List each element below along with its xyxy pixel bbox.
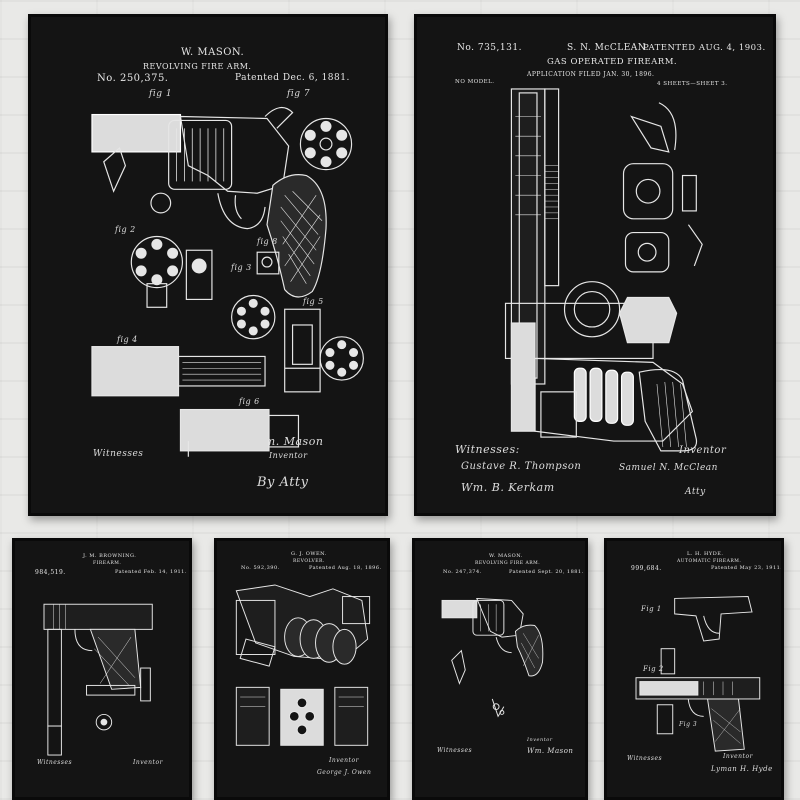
- attorney-signature: Atty: [685, 487, 706, 497]
- poster-browning-pistol: J. M. BROWNING. FIREARM. 984,519. Patent…: [12, 538, 192, 800]
- poster-title: GAS OPERATED FIREARM.: [547, 57, 678, 67]
- fig-label: fig 2: [115, 225, 136, 234]
- witness-signature: Wm. B. Kerkam: [461, 481, 555, 494]
- poster-mason-revolver: W. MASON. REVOLVING FIRE ARM. No. 250,37…: [28, 14, 388, 516]
- patent-date: Patented Dec. 6, 1881.: [235, 73, 350, 83]
- patent-number: No. 592,390.: [241, 565, 280, 571]
- patent-number: 984,519.: [35, 569, 66, 576]
- firearm-patent-drawing: [504, 88, 703, 452]
- inventor-label: Inventor: [269, 451, 308, 460]
- application-filed: APPLICATION FILED JAN. 30, 1896.: [527, 71, 655, 78]
- inventor-signature: Wm. Mason: [253, 435, 324, 448]
- inventor-signature: George J. Owen: [317, 769, 372, 776]
- patent-date: Patented May 23, 1911.: [711, 565, 783, 571]
- revolver-patent-drawing: [441, 597, 544, 718]
- poster-hyde-automatic: L. H. HYDE. AUTOMATIC FIREARM. 999,684. …: [604, 538, 784, 800]
- patent-number: No. 247,374.: [443, 569, 482, 575]
- poster-inventor: W. MASON.: [181, 47, 245, 58]
- witnesses-label: Witnesses:: [455, 443, 520, 456]
- poster-title: REVOLVING FIRE ARM.: [475, 561, 541, 566]
- inventor-signature: Lyman H. Hyde: [711, 765, 773, 773]
- patent-date: Patented Feb. 14, 1911.: [115, 569, 187, 575]
- witnesses-label: Witnesses: [627, 755, 663, 762]
- inventor-signature: Samuel N. McClean: [619, 463, 718, 473]
- model-label: NO MODEL.: [455, 79, 495, 85]
- patent-date: Patented Sept. 20, 1881.: [509, 569, 584, 575]
- witnesses-label: Witnesses: [37, 759, 73, 766]
- patent-number: No. 735,131.: [457, 43, 522, 53]
- poster-inventor: W. MASON.: [489, 553, 523, 559]
- revolver-patent-drawing: [235, 584, 371, 746]
- patent-date: PATENTED AUG. 4, 1903.: [643, 43, 766, 53]
- inventor-label: Inventor: [133, 759, 163, 766]
- fig-label: fig 1: [149, 89, 173, 99]
- fig-label: Fig 3: [679, 721, 698, 728]
- fig-label: fig 7: [287, 89, 311, 99]
- poster-mason-small: W. MASON. REVOLVING FIRE ARM. No. 247,37…: [412, 538, 588, 800]
- poster-title: AUTOMATIC FIREARM.: [677, 559, 742, 564]
- attorney-signature: By Atty: [257, 475, 309, 490]
- inventor-label: Inventor: [723, 753, 753, 760]
- revolver-patent-drawing: [91, 107, 364, 457]
- automatic-firearm-patent-drawing: [635, 596, 761, 752]
- inventor-label: Inventor: [527, 737, 553, 743]
- fig-label: Fig 2: [643, 665, 664, 673]
- poster-title: REVOLVER.: [293, 559, 325, 564]
- fig-label: fig 5: [303, 297, 324, 306]
- witnesses-label: Witnesses: [437, 747, 473, 754]
- poster-mclean-firearm: No. 735,131. S. N. McCLEAN. PATENTED AUG…: [414, 14, 776, 516]
- fig-label: fig 3: [231, 263, 252, 272]
- inventor-label: Inventor: [679, 445, 727, 456]
- poster-inventor: G. J. OWEN.: [291, 551, 327, 557]
- poster-title: FIREARM.: [93, 561, 122, 566]
- poster-inventor: J. M. BROWNING.: [83, 553, 137, 559]
- fig-label: fig 6: [239, 397, 260, 406]
- fig-label: fig 8: [257, 237, 278, 246]
- patent-date: Patented Aug. 18, 1896.: [309, 565, 382, 571]
- sheets-label: 4 SHEETS—SHEET 3.: [657, 81, 728, 87]
- patent-number: No. 250,375.: [97, 73, 169, 84]
- fig-label: fig 4: [117, 335, 138, 344]
- witnesses-label: Witnesses: [93, 449, 144, 459]
- fig-label: Fig 1: [641, 605, 662, 613]
- pistol-patent-drawing: [43, 603, 153, 756]
- poster-inventor: S. N. McCLEAN.: [567, 43, 649, 53]
- witness-signature: Gustave R. Thompson: [461, 461, 582, 472]
- poster-owen-revolver: G. J. OWEN. REVOLVER. No. 592,390. Paten…: [214, 538, 390, 800]
- inventor-signature: Wm. Mason: [527, 747, 574, 755]
- inventor-label: Inventor: [329, 757, 359, 764]
- poster-title: REVOLVING FIRE ARM.: [143, 62, 252, 71]
- patent-number: 999,684.: [631, 565, 662, 572]
- poster-inventor: L. H. HYDE.: [687, 551, 724, 557]
